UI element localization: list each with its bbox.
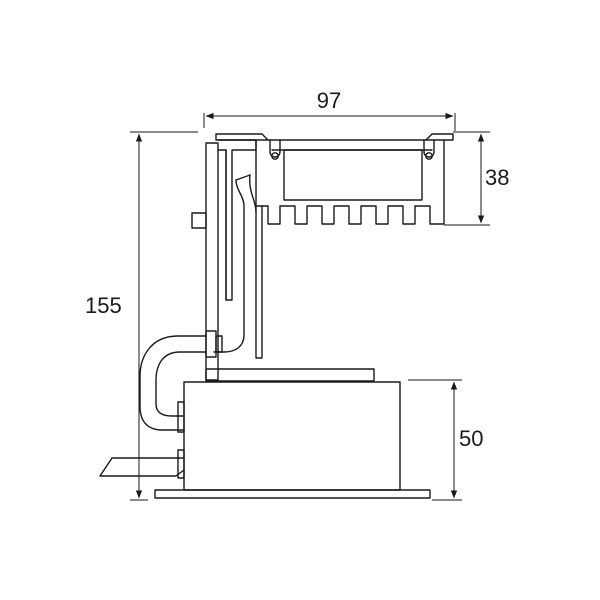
cable-clamp-inner <box>215 335 223 353</box>
heatsink-fins <box>255 139 445 225</box>
bracket-base-plate <box>205 368 375 382</box>
housing-cable-gland-bottom <box>177 449 185 479</box>
dimension-width: 97 <box>203 88 456 131</box>
dimension-heatsink-height: 38 <box>444 131 509 226</box>
heatsink <box>215 133 454 225</box>
top-mounting-plate <box>215 133 454 141</box>
dimension-label-heatsink-height: 38 <box>485 165 509 190</box>
mains-cable <box>99 457 185 477</box>
dimension-label-housing-height: 50 <box>459 426 483 451</box>
bracket-spine <box>255 205 263 359</box>
mounting-bracket <box>191 139 375 382</box>
cable-top-join <box>235 174 251 181</box>
dimension-total-height: 155 <box>85 131 198 501</box>
clip-left-screw <box>271 152 279 160</box>
clip-right-screw <box>425 152 433 160</box>
internal-cable <box>139 174 257 431</box>
adjustment-knob <box>191 212 207 229</box>
clip-left <box>269 139 281 158</box>
clip-right <box>423 139 435 158</box>
housing-cable-gland-top <box>177 401 185 433</box>
led-module <box>283 149 423 201</box>
driver-housing <box>99 381 431 499</box>
cable-loop-inner <box>155 351 207 417</box>
ceiling-trim-flange <box>154 489 431 499</box>
bracket-outer-plate <box>205 142 219 381</box>
dimension-housing-height: 50 <box>408 379 483 501</box>
bracket-arm <box>217 139 257 301</box>
housing-box <box>183 381 401 491</box>
cable-curve-top <box>248 174 257 213</box>
dimension-label-total-height: 155 <box>85 293 122 318</box>
cable-clamp <box>205 330 217 358</box>
cable-segment-inner <box>213 179 245 353</box>
cable-loop-outer <box>139 335 207 431</box>
dimension-label-width: 97 <box>317 88 341 113</box>
